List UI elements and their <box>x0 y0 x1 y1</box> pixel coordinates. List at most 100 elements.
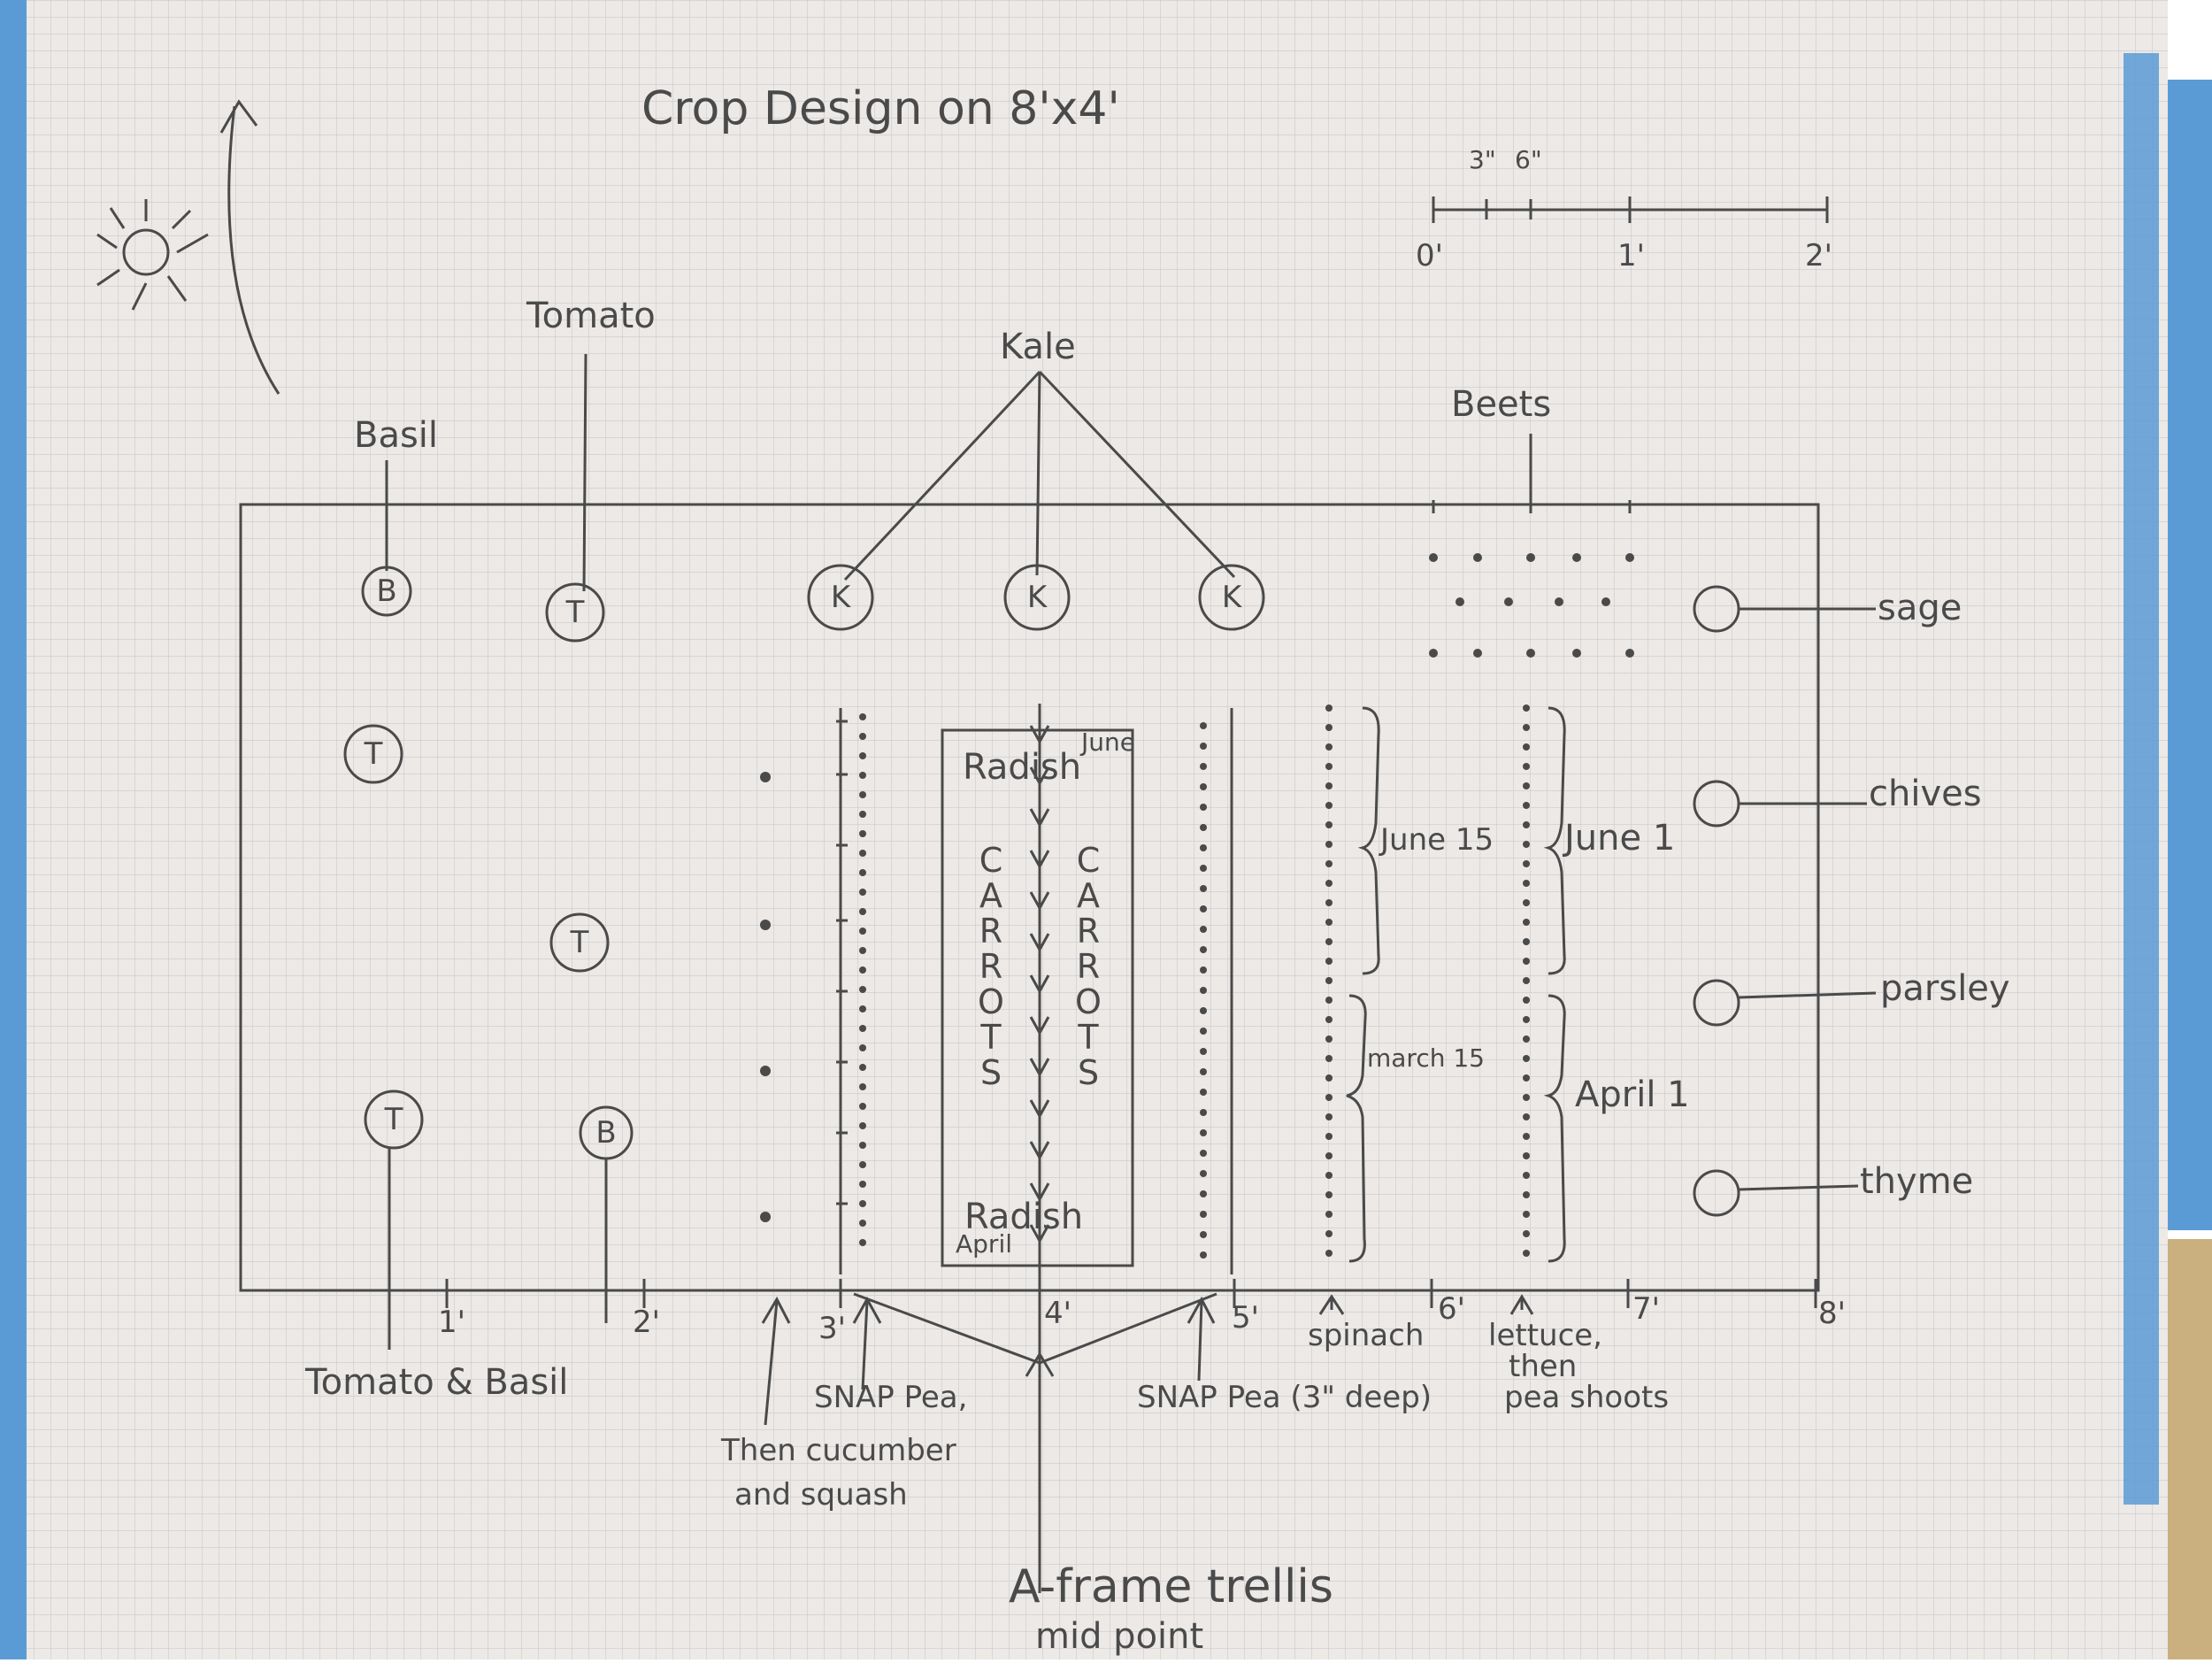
tomato-marker-letter: T <box>384 1102 403 1137</box>
label-kale: Kale <box>1000 327 1076 367</box>
carrots-letter: A <box>979 876 1002 915</box>
seed-dot <box>859 1083 866 1090</box>
herb-thyme-label: thyme <box>1860 1161 1973 1202</box>
scale-major-label-1: 1' <box>1617 238 1645 273</box>
seed-dot <box>1325 802 1333 809</box>
seed-dot <box>859 850 866 857</box>
kale-marker-letter: K <box>831 580 852 615</box>
seed-dot <box>1325 821 1333 828</box>
seed-dot <box>1325 782 1333 789</box>
label-basil-top: Basil <box>354 415 438 456</box>
seed-dot <box>1523 1250 1530 1257</box>
seed-dot <box>1523 1055 1530 1062</box>
seed-dot <box>1200 905 1207 912</box>
seed-dot <box>1200 1028 1207 1035</box>
carrots-letter: T <box>1077 1018 1099 1057</box>
trellis-chevron <box>1029 725 1050 745</box>
herb-chives-label: chives <box>1869 774 1982 814</box>
seed-dot <box>1325 1133 1333 1140</box>
spinach-top-date: June 15 <box>1379 822 1494 858</box>
seed-dot <box>859 830 866 837</box>
carrots-letter: C <box>1077 841 1101 880</box>
trellis-chevron <box>1029 974 1050 995</box>
seed-dot <box>1523 841 1530 848</box>
kale-marker-letter: K <box>1222 580 1243 615</box>
seed-dot <box>1200 1048 1207 1055</box>
seed-dot <box>1325 1036 1333 1043</box>
trellis-pointer-lines <box>853 1292 1217 1365</box>
raised-bed-outline <box>239 503 1820 1292</box>
seed-dot <box>859 986 866 993</box>
label-and-squash: and squash <box>734 1477 908 1513</box>
seed-dot <box>1325 1113 1333 1120</box>
seed-dot <box>1325 997 1333 1004</box>
basil-marker-letter: B <box>595 1115 616 1151</box>
foot-mark-1: 1' <box>438 1305 465 1340</box>
seed-dot <box>1325 880 1333 887</box>
carrots-letter: T <box>979 1018 1002 1057</box>
seed-dot <box>1200 804 1207 811</box>
seed-dot <box>1325 938 1333 945</box>
seed-dot <box>1523 977 1530 984</box>
snap-pea-row-left <box>836 708 848 1274</box>
seed-dot <box>1523 1094 1530 1101</box>
seed-dot <box>859 889 866 896</box>
radish-top-date: June <box>1079 728 1135 757</box>
label-spinach: spinach <box>1308 1318 1424 1353</box>
seed-dot <box>1200 1231 1207 1238</box>
seed-dot <box>1523 880 1530 887</box>
carrots-letter: S <box>1078 1053 1099 1092</box>
cucumber-squash-positions <box>760 772 771 1222</box>
seed-dot <box>859 733 866 740</box>
herb-sage-label: sage <box>1878 588 1962 628</box>
seed-dot <box>1523 743 1530 751</box>
seed-dot <box>859 1181 866 1188</box>
seed-dot <box>859 1044 866 1051</box>
seed-dot <box>1325 724 1333 731</box>
foot-mark-7: 7' <box>1632 1291 1660 1327</box>
seed-dot <box>1523 1230 1530 1237</box>
seed-dot <box>1523 763 1530 770</box>
seed-dot <box>859 1220 866 1227</box>
seed-dot <box>1200 1068 1207 1075</box>
seed-dot <box>1200 1089 1207 1096</box>
seed-dot <box>1325 743 1333 751</box>
seed-dot <box>859 772 866 779</box>
brace-spinach-bottom <box>1346 994 1367 1263</box>
seed-dot <box>1523 704 1530 712</box>
carrots-letter: C <box>979 841 1003 880</box>
scale-major-label-0: 0' <box>1416 238 1443 273</box>
seed-dot <box>1200 865 1207 872</box>
seed-dot <box>1200 1129 1207 1136</box>
carrots-letter: S <box>980 1053 1002 1092</box>
seed-dot <box>1523 938 1530 945</box>
lettuce-top-date: June 1 <box>1562 818 1675 858</box>
seed-dot <box>859 1142 866 1149</box>
trellis-chevron <box>1029 891 1050 912</box>
trellis-chevron <box>1029 1224 1050 1244</box>
seed-dot <box>1523 782 1530 789</box>
seed-dot <box>1523 958 1530 965</box>
seed-dot <box>859 1005 866 1012</box>
carrots-letter: R <box>1077 947 1100 986</box>
label-midpoint: mid point <box>1035 1616 1203 1657</box>
seed-dot <box>1523 1152 1530 1159</box>
seed-dot <box>1325 763 1333 770</box>
foot-mark-4: 4' <box>1044 1296 1071 1331</box>
seed-dot <box>1325 1172 1333 1179</box>
scale-minor-label-3in: 3" <box>1469 145 1496 174</box>
trellis-chevron <box>1029 933 1050 953</box>
label-tomato-top: Tomato <box>526 296 656 336</box>
seed-dot <box>1523 821 1530 828</box>
seed-dot <box>1325 1152 1333 1159</box>
seed-dot <box>1325 704 1333 712</box>
kale-plant-marker <box>807 564 874 631</box>
basil-plant-marker <box>579 1105 634 1160</box>
foot-mark-6: 6' <box>1438 1291 1465 1327</box>
tomato-marker-letter: T <box>570 925 589 960</box>
label-then-cucumber: Then cucumber <box>720 1433 956 1468</box>
seed-dot <box>859 908 866 915</box>
carrots-letter: R <box>979 912 1002 951</box>
sun-icon <box>96 199 209 311</box>
